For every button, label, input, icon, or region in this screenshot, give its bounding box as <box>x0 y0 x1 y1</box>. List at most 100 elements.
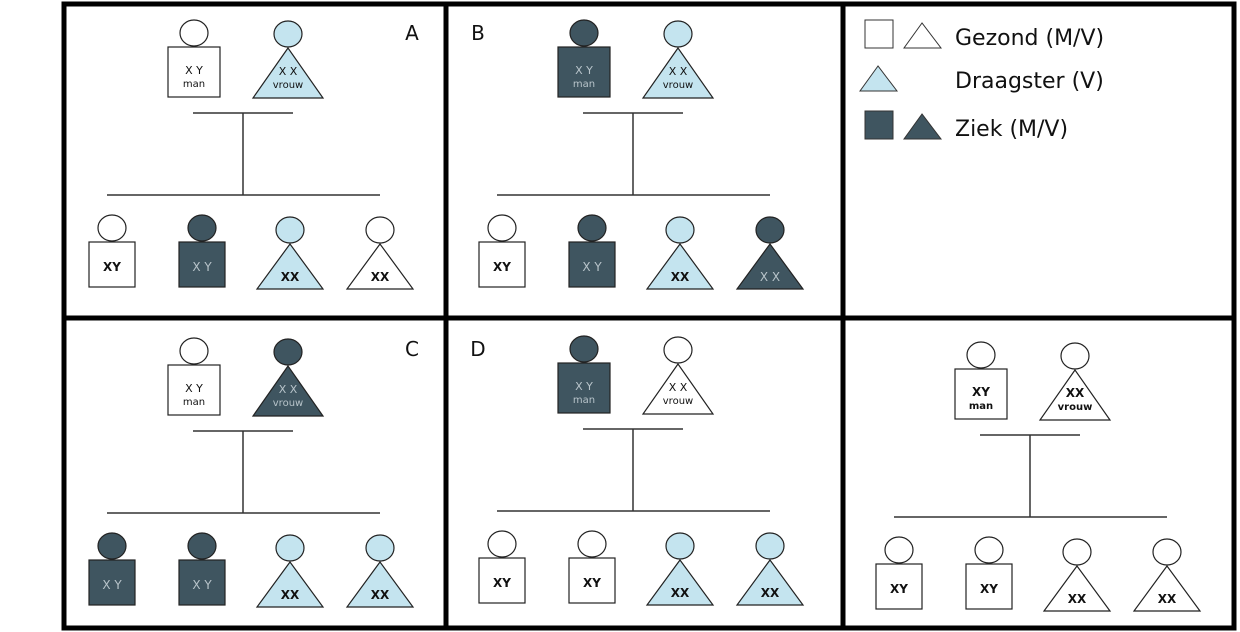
head-circle <box>487 530 517 558</box>
genotype-label: X X <box>669 381 688 394</box>
genotype-label: XX <box>281 270 300 284</box>
female-triangle <box>345 242 415 290</box>
female-triangle <box>645 558 715 606</box>
head-circle <box>97 532 127 560</box>
head-circle <box>273 338 303 366</box>
head-circle <box>365 216 395 244</box>
head-circle <box>187 214 217 242</box>
legend-triangle-healthy-icon <box>903 22 943 49</box>
genotype-label: X X <box>279 383 298 396</box>
head-circle <box>97 214 127 242</box>
caption-label: man <box>573 79 595 90</box>
head-circle <box>974 536 1004 564</box>
female-triangle <box>1132 564 1202 612</box>
genotype-label: XX <box>761 586 780 600</box>
male-square <box>88 241 136 288</box>
female-carrier-symbol: XX <box>735 532 805 606</box>
genotype-label: XY <box>103 260 121 274</box>
legend: Gezond (M/V)Draagster (V)Ziek (M/V) <box>859 19 1104 142</box>
male-square <box>167 364 221 416</box>
female-healthy-symbol: XX <box>1132 538 1202 612</box>
genotype-label: X X <box>760 270 780 284</box>
male-healthy-symbol: XY <box>965 536 1013 610</box>
legend-label: Ziek (M/V) <box>955 117 1068 142</box>
male-square <box>875 563 923 610</box>
head-circle <box>275 534 305 562</box>
head-circle <box>755 216 785 244</box>
caption-label: vrouw <box>1058 402 1093 413</box>
panel-letter: B <box>471 21 485 45</box>
male-square <box>557 362 611 414</box>
female-carrier-symbol: XX <box>345 534 415 608</box>
caption-label: man <box>573 395 595 406</box>
male-healthy-symbol: XY <box>568 530 616 604</box>
legend-triangle-affected-icon <box>903 113 943 140</box>
female-affected-symbol: X X <box>735 216 805 290</box>
male-square <box>478 241 526 288</box>
genotype-label: XX <box>371 588 390 602</box>
female-triangle <box>641 362 715 415</box>
female-triangle <box>255 242 325 290</box>
head-circle <box>1060 342 1090 370</box>
head-circle <box>663 20 693 48</box>
genotype-label: X X <box>279 65 298 78</box>
head-circle <box>569 335 599 363</box>
genotype-label: X Y <box>192 578 212 592</box>
head-circle <box>179 19 209 47</box>
head-circle <box>1152 538 1182 566</box>
male-healthy-symbol: XY <box>875 536 923 610</box>
caption-label: vrouw <box>273 80 303 91</box>
female-carrier-symbol: X X vrouw <box>251 20 325 99</box>
female-triangle <box>735 242 805 290</box>
female-carrier-symbol: XX <box>255 534 325 608</box>
genotype-label: X Y <box>185 64 203 77</box>
female-triangle <box>1042 564 1112 612</box>
head-circle <box>966 341 996 369</box>
female-triangle <box>1038 368 1112 421</box>
head-circle <box>665 216 695 244</box>
female-carrier-symbol: XX <box>645 532 715 606</box>
female-carrier-symbol: XX <box>645 216 715 290</box>
legend-triangle-carrier-icon <box>859 65 899 92</box>
legend-square-affected-icon <box>864 110 894 140</box>
head-circle <box>665 532 695 560</box>
genotype-label: XX <box>1068 592 1087 606</box>
male-square <box>178 559 226 606</box>
head-circle <box>663 336 693 364</box>
head-circle <box>755 532 785 560</box>
panel-letter: A <box>405 21 419 45</box>
genotype-label: XX <box>371 270 390 284</box>
female-healthy-symbol: XX <box>345 216 415 290</box>
head-circle <box>577 530 607 558</box>
genotype-label: X X <box>669 65 688 78</box>
male-square <box>568 557 616 604</box>
legend-label: Gezond (M/V) <box>955 26 1104 51</box>
head-circle <box>365 534 395 562</box>
genotype-label: XY <box>980 582 998 596</box>
head-circle <box>487 214 517 242</box>
female-triangle <box>251 364 325 417</box>
male-affected-symbol: X Y <box>178 214 226 288</box>
female-triangle <box>735 558 805 606</box>
genotype-label: XY <box>972 385 990 399</box>
male-healthy-symbol: XY <box>88 214 136 288</box>
male-square <box>167 46 221 98</box>
head-circle <box>884 536 914 564</box>
male-square <box>965 563 1013 610</box>
female-triangle <box>251 46 325 99</box>
genotype-label: XY <box>493 576 511 590</box>
genotype-label: X Y <box>192 260 212 274</box>
